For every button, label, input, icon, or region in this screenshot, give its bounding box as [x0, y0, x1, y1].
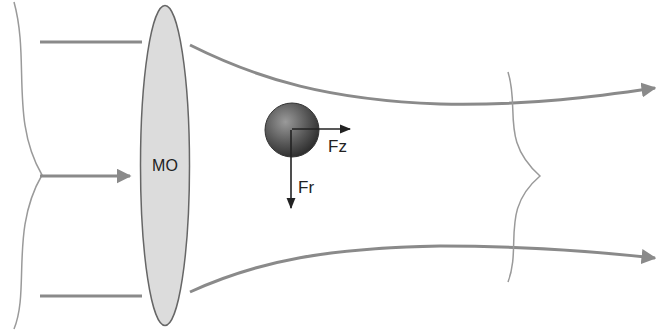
force-label: Fz [328, 137, 347, 157]
lens-label: MO [152, 157, 178, 175]
beam-profile [14, 2, 42, 329]
lens-shape [141, 6, 190, 326]
trapped-particle [265, 103, 319, 157]
propagation-arrow [40, 175, 130, 178]
force-label: Fr [298, 178, 314, 198]
force-arrow [290, 130, 292, 208]
beam-edge [190, 45, 655, 104]
beam-profile [508, 72, 540, 282]
beam-edge [190, 246, 655, 292]
force-arrow [292, 128, 350, 130]
objective-lens: MO [139, 4, 191, 327]
beam-edge [40, 295, 142, 298]
beam-edge [40, 41, 142, 44]
